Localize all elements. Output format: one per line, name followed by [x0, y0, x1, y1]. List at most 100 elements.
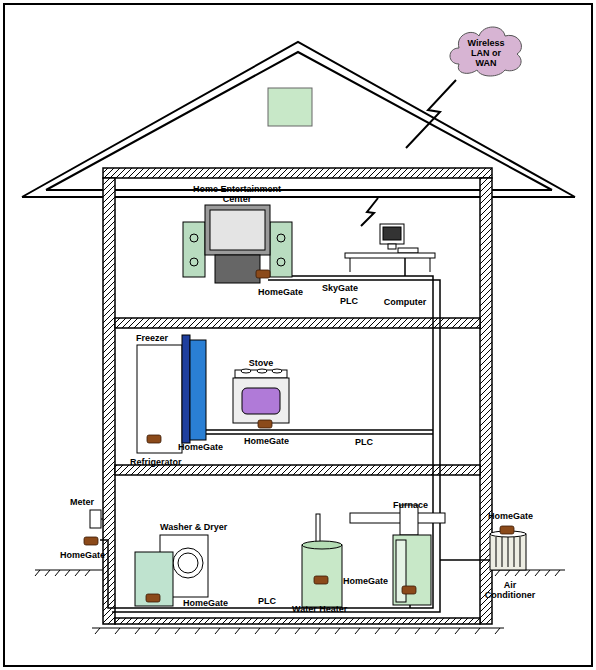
computer-part — [380, 224, 404, 244]
stove-part — [242, 388, 280, 414]
stove-part — [241, 369, 251, 373]
node-label: Wireless LAN or WAN — [461, 38, 511, 68]
appliance-box: Washer & Dryer — [130, 522, 220, 608]
homegate-device-part — [314, 576, 328, 584]
page-frame-part — [4, 4, 592, 666]
electric-meter-part — [101, 519, 103, 520]
house-walls-part — [103, 168, 492, 178]
water-heater-part — [302, 545, 342, 607]
node-label: Refrigerator — [130, 457, 210, 467]
device-label: HomeGate — [343, 576, 388, 586]
appliance-box: Furnace — [385, 500, 440, 612]
refrigerator-part — [182, 335, 190, 443]
cloud-outline — [450, 27, 521, 76]
device-label: HomeGate — [488, 511, 533, 521]
device-label: HomeGate — [178, 442, 223, 452]
wireless-bolt-part — [361, 198, 378, 226]
node-label: Meter — [70, 497, 110, 507]
device-label: HomeGate — [60, 550, 105, 560]
plc-wiring-part — [112, 280, 440, 612]
homegate-device-part — [146, 594, 160, 602]
attic-window-part — [268, 88, 312, 126]
washer-dryer-part — [173, 548, 203, 578]
homegate-device-part — [500, 526, 514, 534]
homegate-device-part — [258, 420, 272, 428]
refrigerator — [137, 335, 206, 453]
entertainment-center-part — [277, 258, 285, 266]
computer-part — [430, 258, 431, 272]
node-label: Air Conditioner — [480, 580, 540, 600]
wire-label: PLC — [355, 437, 373, 447]
ground-line-part — [35, 570, 560, 576]
device-label: HomeGate — [244, 436, 289, 446]
plc-wiring — [100, 258, 498, 612]
washer-dryer-part — [178, 553, 198, 573]
stove-part — [235, 370, 287, 378]
refrigerator-part — [190, 340, 206, 440]
washer-dryer — [135, 535, 208, 606]
gateway-label: SkyGate — [322, 283, 358, 293]
cloud-node: Wireless LAN or WAN — [445, 20, 527, 78]
entertainment-center — [183, 205, 292, 283]
node-label: Freezer — [136, 333, 196, 343]
homegate-device-part — [402, 586, 416, 594]
water-heater-part — [302, 541, 342, 549]
entertainment-center-part — [277, 234, 285, 242]
entertainment-center-part — [190, 258, 198, 266]
appliance-box: Computer — [368, 218, 434, 308]
homegate-device — [84, 270, 514, 602]
house-walls-part — [115, 318, 480, 328]
attic-window — [268, 88, 312, 126]
homegate-device-part — [256, 270, 270, 278]
page-frame — [4, 4, 592, 666]
computer-part — [398, 248, 418, 253]
node-label: Home Entertainment Center — [192, 184, 282, 204]
homegate-device-part — [84, 537, 98, 545]
node-label: Washer & Dryer — [160, 522, 250, 532]
computer — [345, 224, 435, 272]
plc-wiring-part — [195, 433, 433, 435]
node-label: Furnace — [393, 500, 438, 510]
electric-meter-part — [90, 510, 101, 528]
washer-dryer-part — [135, 552, 173, 606]
homegate-device-part — [147, 435, 161, 443]
ground-line-part — [95, 628, 500, 634]
appliance-box: Stove — [228, 358, 294, 428]
entertainment-center-part — [210, 210, 265, 250]
furnace-part — [393, 535, 431, 605]
device-label: HomeGate — [258, 287, 303, 297]
plc-wiring-part — [195, 429, 433, 431]
entertainment-center-part — [190, 234, 198, 242]
ground-line-part — [35, 570, 103, 571]
refrigerator-part — [137, 345, 182, 453]
water-heater — [302, 514, 342, 607]
entertainment-center-part — [205, 205, 270, 255]
furnace-part — [350, 513, 445, 523]
ground-line — [35, 570, 565, 634]
computer-part — [388, 244, 396, 249]
appliance-box: Air Conditioner — [480, 524, 540, 604]
node-label: Water Heater — [292, 604, 362, 614]
appliance-box: Water Heater — [290, 512, 356, 616]
air-conditioner — [490, 531, 526, 570]
entertainment-center-part — [270, 222, 292, 277]
wireless-bolt — [361, 80, 456, 226]
appliance-box: Home Entertainment Center — [178, 184, 296, 284]
roof-part — [46, 189, 552, 191]
stove — [233, 369, 289, 423]
wireless-bolt-part — [406, 80, 456, 148]
device-label: HomeGate — [183, 598, 228, 608]
node-label: Stove — [228, 358, 294, 368]
plc-wiring-part — [100, 276, 433, 608]
plc-wiring-part — [440, 548, 498, 560]
electric-meter — [90, 510, 103, 528]
wire-label: PLC — [340, 296, 358, 306]
air-conditioner-part — [490, 534, 526, 570]
entertainment-center-part — [215, 255, 260, 283]
appliance-box: Meter — [70, 497, 110, 531]
node-label: Computer — [372, 297, 438, 307]
stove-part — [272, 369, 282, 373]
roof-part — [46, 52, 552, 190]
